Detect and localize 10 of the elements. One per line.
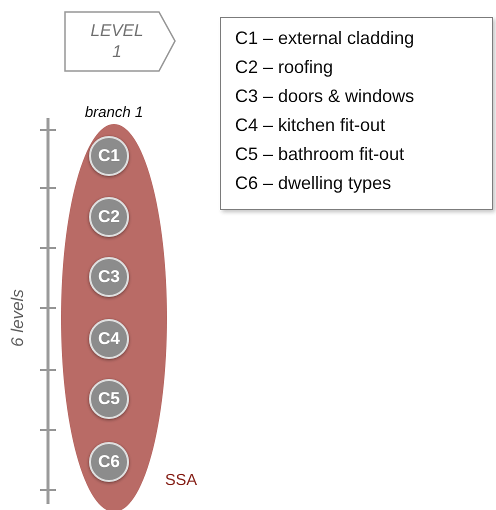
branch-label: branch 1: [84, 104, 144, 121]
key-entry: C6 – dwelling types: [235, 173, 392, 194]
axis-label: 6 levels: [8, 288, 28, 349]
key-entry: C1 – external cladding: [235, 28, 414, 49]
key-entry: C5 – bathroom fit-out: [235, 144, 404, 165]
key-entry: C2 – roofing: [235, 57, 334, 78]
level-label: LEVEL 1: [90, 20, 144, 62]
key-entry: C3 – doors & windows: [235, 86, 414, 107]
key-entry: C4 – kitchen fit-out: [235, 115, 386, 136]
ellipse-caption: SSA: [165, 472, 198, 490]
